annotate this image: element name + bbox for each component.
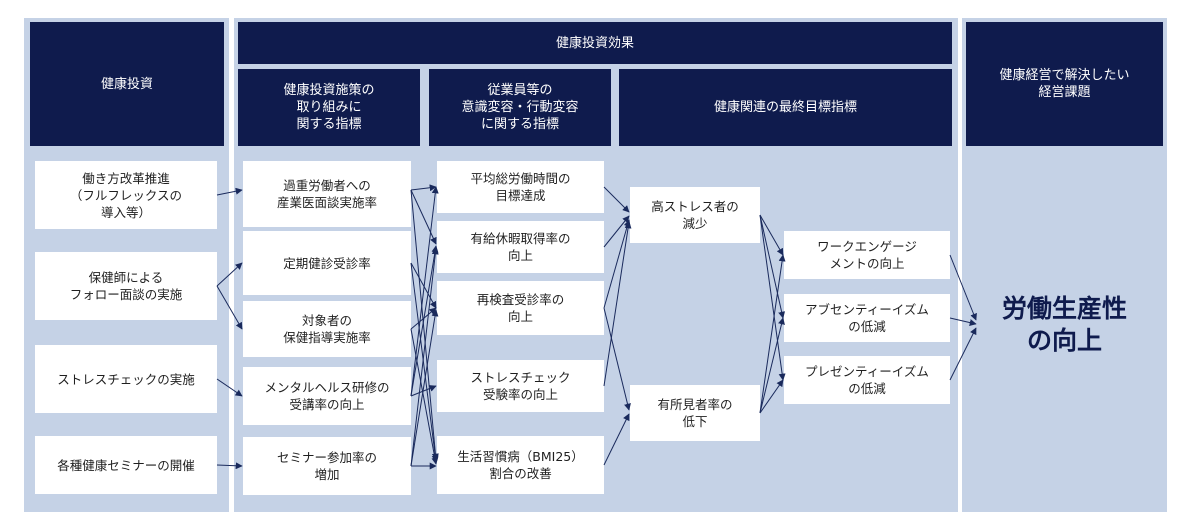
arrow <box>216 462 243 470</box>
arrow <box>410 309 439 467</box>
arrow <box>603 219 631 309</box>
awareness-indicator-box: 有給休暇取得率の 向上 <box>437 221 604 273</box>
header-initiative-indicators: 健康投資施策の 取り組みに 関する指標 <box>238 69 420 146</box>
arrow <box>410 186 439 397</box>
initiative-indicator-box: 過重労働者への 産業医面談実施率 <box>243 161 411 227</box>
header-awareness-indicators: 従業員等の 意識変容・行動変容 に関する指標 <box>429 69 611 146</box>
outcome-indicator-box: プレゼンティーイズム の低減 <box>784 356 950 404</box>
arrow <box>759 214 786 319</box>
arrow <box>410 184 437 192</box>
final-indicator-box: 有所見者率の 低下 <box>630 385 760 441</box>
arrow <box>759 379 784 414</box>
investment-box: 保健師による フォロー面談の実施 <box>35 252 217 320</box>
outcome-indicator-box: ワークエンゲージ メントの向上 <box>784 231 950 279</box>
header-investment: 健康投資 <box>30 22 224 146</box>
management-goal: 労働生産性 の向上 <box>1001 294 1127 355</box>
investment-box: ストレスチェックの実施 <box>35 345 217 413</box>
awareness-indicator-box: 再検査受診率の 向上 <box>437 281 604 335</box>
initiative-indicator-box: メンタルヘルス研修の 受講率の向上 <box>243 367 411 425</box>
initiative-indicator-box: セミナー参加率の 増加 <box>243 437 411 495</box>
arrow <box>410 262 437 309</box>
arrow <box>603 186 630 213</box>
final-indicator-box: 高ストレス者の 減少 <box>630 187 760 243</box>
arrow <box>410 189 439 461</box>
arrow <box>759 214 784 256</box>
arrow <box>603 413 630 466</box>
header-management: 健康経営で解決したい 経営課題 <box>966 22 1163 146</box>
arrow <box>410 189 437 245</box>
arrow <box>216 378 243 397</box>
investment-box: 働き方改革推進 （フルフレックスの 導入等） <box>35 161 217 229</box>
arrow <box>759 317 785 414</box>
outcome-indicator-box: アブセンティーイズム の低減 <box>784 294 950 342</box>
initiative-indicator-box: 対象者の 保健指導実施率 <box>243 301 411 357</box>
arrow <box>603 307 631 411</box>
initiative-indicator-box: 定期健診受診率 <box>243 231 411 295</box>
arrow <box>410 262 439 463</box>
awareness-indicator-box: ストレスチェック 受験率の向上 <box>437 360 604 412</box>
arrow <box>410 328 439 465</box>
investment-box: 各種健康セミナーの開催 <box>35 436 217 494</box>
arrow <box>603 221 632 387</box>
arrow <box>410 245 439 397</box>
arrow <box>949 317 977 326</box>
awareness-indicator-box: 平均総労働時間の 目標達成 <box>437 161 604 213</box>
arrow <box>216 187 243 196</box>
arrow <box>949 254 977 321</box>
arrow <box>216 262 243 287</box>
header-final-indicators: 健康関連の最終目標指標 <box>619 69 952 146</box>
header-effect: 健康投資効果 <box>238 22 952 64</box>
arrow <box>759 214 786 381</box>
arrow <box>949 327 977 381</box>
awareness-indicator-box: 生活習慣病（BMI25） 割合の改善 <box>437 436 604 494</box>
arrow <box>759 254 786 414</box>
arrow <box>216 285 243 330</box>
arrow <box>410 247 439 467</box>
